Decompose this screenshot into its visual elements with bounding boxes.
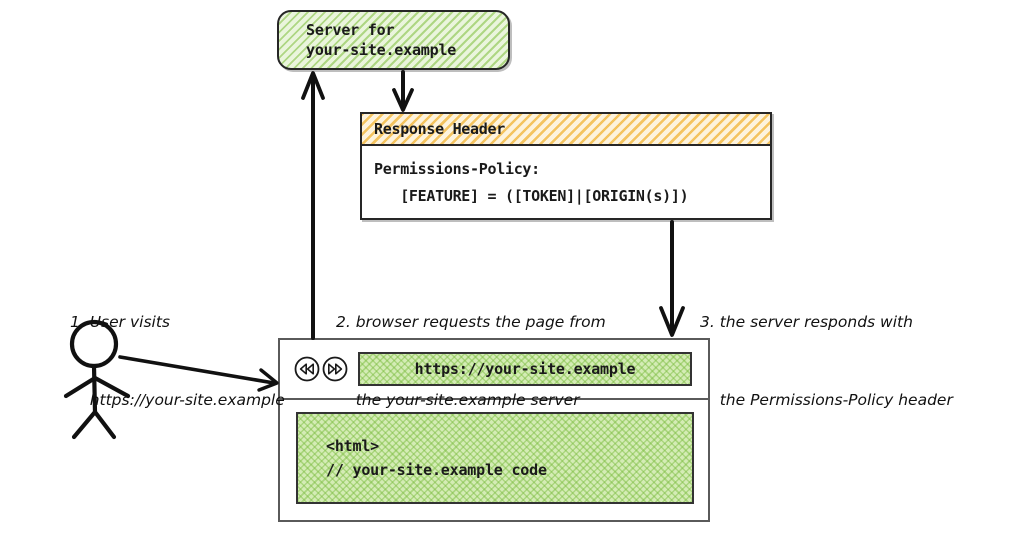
permissions-policy-key: Permissions-Policy: (374, 160, 540, 178)
server-to-response-header-arrow (392, 70, 414, 112)
rewind-icon[interactable] (293, 355, 321, 383)
server-label-line1: Server for (306, 21, 395, 39)
caption-step-3-line1: 3. the server responds with (700, 313, 913, 331)
caption-step-1-line2: https://your-site.example (70, 391, 285, 409)
browser-to-server-arrow (301, 71, 325, 340)
caption-step-2-line1: 2. browser requests the page from (336, 313, 606, 331)
permissions-policy-value: [FEATURE] = ([TOKEN]|[ORIGIN(s)]) (374, 187, 689, 205)
caption-step-2-line2: the your-site.example server (336, 391, 580, 409)
caption-step-2: 2. browser requests the page from the yo… (336, 257, 606, 465)
url-bar[interactable]: https://your-site.example (358, 352, 692, 386)
caption-step-3: 3. the server responds with the Permissi… (700, 257, 953, 465)
url-text: https://your-site.example (414, 360, 636, 378)
fast-forward-icon[interactable] (321, 355, 349, 383)
browser-window: https://your-site.example <html> // your… (278, 338, 710, 522)
page-content-area: <html> // your-site.example code (296, 412, 694, 504)
caption-step-1-line1: 1. User visits (70, 313, 170, 331)
response-header-title: Response Header (374, 120, 505, 138)
server-box: Server for your-site.example (277, 10, 510, 70)
page-code-line2: // your-site.example code (326, 461, 547, 479)
response-header-body: Permissions-Policy: [FEATURE] = ([TOKEN]… (362, 146, 770, 210)
response-header-title-strip: Response Header (362, 114, 770, 146)
page-code-line1: <html> (326, 437, 379, 455)
caption-step-3-line2: the Permissions-Policy header (700, 391, 953, 409)
response-header-to-browser-arrow (659, 220, 685, 337)
response-header-box: Response Header Permissions-Policy: [FEA… (360, 112, 772, 220)
browser-viewport: <html> // your-site.example code (280, 400, 708, 521)
caption-step-1: 1. User visits https://your-site.example (70, 257, 285, 465)
browser-toolbar: https://your-site.example (280, 340, 708, 400)
server-label-line2: your-site.example (306, 41, 457, 59)
